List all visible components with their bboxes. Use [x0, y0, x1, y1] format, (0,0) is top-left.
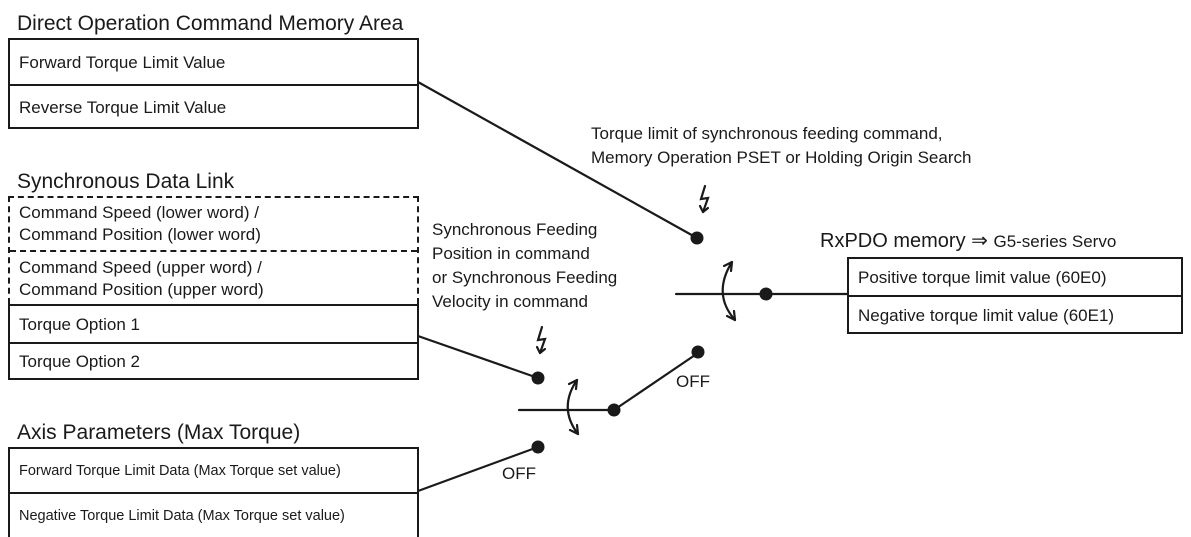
rxpdo-row-positive: Positive torque limit value (60E0) — [858, 267, 1107, 287]
lightning-icon-lower — [536, 325, 547, 355]
wire-axis-param-to-contact — [416, 445, 540, 493]
direct-area-row-reverse: Reverse Torque Limit Value — [10, 84, 417, 129]
rxpdo-title: RxPDO memory ⇒ G5-series Servo — [820, 230, 1117, 252]
rxpdo-row-negative: Negative torque limit value (60E1) — [849, 295, 1181, 334]
direct-area-table: Forward Torque Limit Value Reverse Torqu… — [8, 38, 419, 129]
sync-feeding-annotation: Synchronous Feeding Position in command … — [432, 220, 618, 311]
torque-limit-annotation: Torque limit of synchronous feeding comm… — [591, 124, 972, 167]
wire-switch2-arm — [612, 351, 700, 412]
arrowhead-lightning-upper — [698, 204, 710, 214]
axis-params-row-forward: Forward Torque Limit Data (Max Torque se… — [19, 462, 341, 479]
contact-off-upper — [691, 345, 705, 359]
sync-link-title: Synchronous Data Link — [17, 170, 235, 193]
sync-link-row-upper-word: Command Speed (upper word) / Command Pos… — [10, 250, 417, 306]
off-label-upper: OFF — [676, 372, 710, 391]
contact-torque-option — [531, 371, 545, 385]
rxpdo-table: Positive torque limit value (60E0) Negat… — [847, 257, 1183, 334]
switch2-pivot — [607, 403, 621, 417]
switch1-pivot — [759, 287, 773, 301]
axis-params-row-negative: Negative Torque Limit Data (Max Torque s… — [10, 492, 417, 537]
sync-link-row-lower-word: Command Speed (lower word) / Command Pos… — [19, 203, 261, 244]
sync-link-dashed-table: Command Speed (lower word) / Command Pos… — [8, 196, 419, 304]
lightning-icon-upper — [699, 184, 710, 214]
sync-link-torque-table: Torque Option 1 Torque Option 2 — [8, 304, 419, 380]
arrowhead-lightning-lower — [535, 345, 547, 355]
contact-axis-param — [531, 440, 545, 454]
direct-area-row-forward: Forward Torque Limit Value — [19, 52, 226, 72]
wire-direct-to-contact — [416, 80, 699, 240]
switch1-arrowhead-bottom — [725, 309, 737, 322]
axis-params-table: Forward Torque Limit Data (Max Torque se… — [8, 447, 419, 537]
torque-option-2-row: Torque Option 2 — [10, 342, 417, 380]
wire-torque-option-to-contact — [416, 334, 540, 380]
off-label-lower: OFF — [502, 464, 536, 483]
switch1-arrowhead-top — [722, 260, 734, 273]
switch2-arrowhead-top — [567, 378, 579, 391]
switch2-curved-arrow — [566, 378, 580, 436]
direct-area-title: Direct Operation Command Memory Area — [17, 12, 404, 35]
switch2-arrowhead-bottom — [568, 423, 580, 436]
contact-torque-limit — [690, 231, 704, 245]
double-arrow-icon: ⇒ — [971, 230, 988, 252]
switch1-curved-arrow — [721, 260, 737, 322]
torque-option-1-row: Torque Option 1 — [19, 314, 140, 334]
axis-params-title: Axis Parameters (Max Torque) — [17, 421, 301, 444]
